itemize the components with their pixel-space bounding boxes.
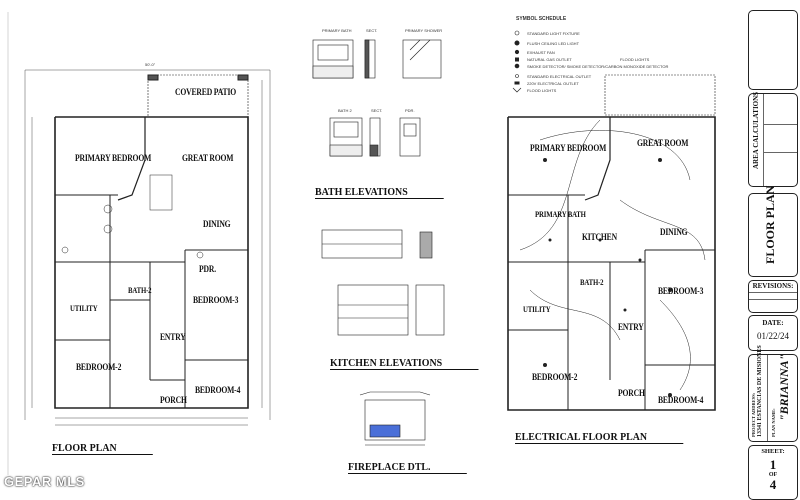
room-label-pdr: PDR. xyxy=(199,264,216,274)
project-address: 13341 ESTANCIAS DE MISIONES xyxy=(757,345,763,437)
elec-label-primary-bath: PRIMARY BATH xyxy=(535,210,586,219)
floor-plan-title: FLOOR PLAN xyxy=(52,442,153,455)
symbol-schedule-icons xyxy=(512,30,522,93)
sheet-name: FLOOR PLAN xyxy=(763,185,777,264)
symbol-exhaust-fan: EXHAUST FAN xyxy=(527,50,555,55)
bath-label-pdr: PDR. xyxy=(405,108,415,113)
bath-elevation-drawings xyxy=(312,39,442,157)
sheet-number: 1 xyxy=(769,456,777,472)
fireplace-detail-title: FIREPLACE DTL. xyxy=(348,461,467,474)
project-info-box: PROJECT ADDRESS: 13341 ESTANCIAS DE MISI… xyxy=(748,345,798,442)
symbol-flood-lights: FLOOD LIGHTS xyxy=(527,88,557,93)
area-calculations-box: AREA CALCULATIONS xyxy=(748,91,798,187)
kitchen-elevations-title: KITCHEN ELEVATIONS xyxy=(330,357,479,370)
symbol-gas-outlet: NATURAL GAS OUTLET xyxy=(527,57,572,62)
elec-label-dining: DINING xyxy=(660,227,688,237)
elec-label-great-room: GREAT ROOM xyxy=(637,138,689,148)
area-calculations-label: AREA CALCULATIONS xyxy=(752,91,760,169)
revisions-label: REVISIONS: xyxy=(752,282,794,290)
elec-label-kitchen: KITCHEN xyxy=(582,232,617,242)
elec-label-bath-2: BATH-2 xyxy=(580,278,604,287)
elec-label-entry: ENTRY xyxy=(618,322,644,332)
elec-label-primary-bedroom: PRIMARY BEDROOM xyxy=(530,143,607,153)
room-label-bath-2: BATH-2 xyxy=(128,286,152,295)
room-label-bedroom-3: BEDROOM-3 xyxy=(193,295,239,305)
overall-dimension: 50'-0" xyxy=(145,62,156,67)
symbol-smoke-detector: SMOKE DETECTOR/ SMOKE DETECTOR/CARBON MO… xyxy=(527,64,669,69)
bath-label-primary-bath: PRIMARY BATH xyxy=(322,28,352,33)
symbol-220v-outlet: 220V ELECTRICAL OUTLET xyxy=(527,81,579,86)
sheet-of: OF xyxy=(768,471,778,478)
elec-label-bedroom-2: BEDROOM-2 xyxy=(532,372,578,382)
sheet-label: SHEET: xyxy=(761,448,785,455)
elec-label-bedroom-3: BEDROOM-3 xyxy=(658,286,704,296)
electrical-plan-title: ELECTRICAL FLOOR PLAN xyxy=(515,431,684,444)
room-label-utility: UTILITY xyxy=(70,304,98,313)
flood-lights-note: FLOOD LIGHTS xyxy=(620,57,650,62)
room-label-dining: DINING xyxy=(203,219,231,229)
date-value: 01/22/24 xyxy=(756,331,789,341)
sheet-total: 4 xyxy=(769,476,777,492)
kitchen-elevation-drawings xyxy=(321,229,445,336)
symbol-standard-light-fixture: STANDARD LIGHT FIXTURE xyxy=(527,31,580,36)
elec-label-bedroom-4: BEDROOM-4 xyxy=(658,395,704,405)
plan-name: "BRIANNA" xyxy=(777,353,791,421)
project-address-label: PROJECT ADDRESS: xyxy=(751,392,756,437)
room-label-primary-bedroom: PRIMARY BEDROOM xyxy=(75,153,152,163)
symbol-schedule-title: SYMBOL SCHEDULE xyxy=(516,16,567,22)
title-block-blank xyxy=(748,10,798,90)
room-label-great-room: GREAT ROOM xyxy=(182,153,234,163)
plan-name-label: PLAN NAME: xyxy=(771,408,776,437)
bath-label-sect-2: SECT. xyxy=(371,108,383,113)
symbol-flush-led-light: FLUSH CEILING LED LIGHT xyxy=(527,41,580,46)
sheet-number-box: SHEET: 1 OF 4 xyxy=(748,445,798,500)
sheet-name-box: FLOOR PLAN xyxy=(748,186,798,277)
bath-label-sect: SECT. xyxy=(366,28,378,33)
elec-label-porch: PORCH xyxy=(618,388,645,398)
room-label-bedroom-4: BEDROOM-4 xyxy=(195,385,241,395)
room-label-bedroom-2: BEDROOM-2 xyxy=(76,362,122,372)
date-box: DATE: 01/22/24 xyxy=(748,315,798,351)
bath-label-primary-shower: PRIMARY SHOWER xyxy=(405,28,443,33)
room-label-covered-patio: COVERED PATIO xyxy=(175,87,237,97)
mls-watermark: GEPAR MLS xyxy=(4,474,85,489)
fireplace-drawing xyxy=(359,391,431,446)
symbol-electrical-outlet: STANDARD ELECTRICAL OUTLET xyxy=(527,74,592,79)
electrical-plan-walls xyxy=(507,74,716,411)
elec-label-utility: UTILITY xyxy=(523,305,551,314)
room-label-porch: PORCH xyxy=(160,395,187,405)
floor-plan-walls xyxy=(24,69,271,426)
date-label: DATE: xyxy=(762,319,784,327)
room-label-entry: ENTRY xyxy=(160,332,186,342)
revisions-box: REVISIONS: xyxy=(748,280,798,313)
bath-label-bath-2: BATH 2 xyxy=(338,108,352,113)
bath-elevations-title: BATH ELEVATIONS xyxy=(315,186,444,199)
